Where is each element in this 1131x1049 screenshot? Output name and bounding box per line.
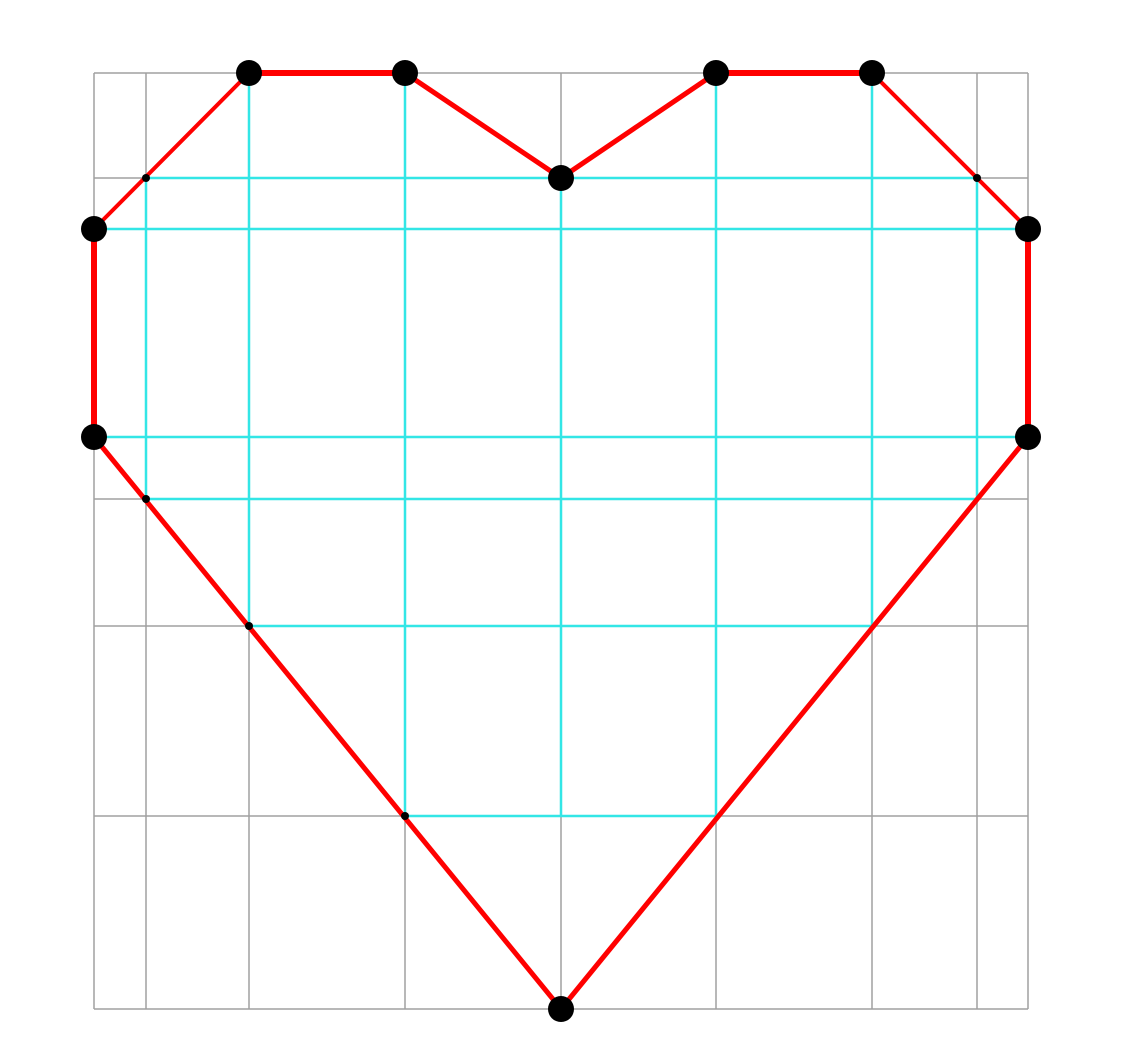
vertex-dot [81, 424, 107, 450]
vertex-dot [392, 60, 418, 86]
intersection-marker [401, 812, 409, 820]
outline-edge [91, 434, 564, 1012]
vertex-dot [548, 996, 574, 1022]
outline-edge [558, 434, 1031, 1012]
vertex-dot [81, 216, 107, 242]
vertex-dot [548, 165, 574, 191]
vertex-dot [1015, 424, 1041, 450]
outline-edge [92, 71, 251, 231]
heart-outline [91, 70, 1031, 1012]
vertex-dot [236, 60, 262, 86]
vertex-dot [1015, 216, 1041, 242]
intersection-marker [142, 174, 150, 182]
vertex-dot [859, 60, 885, 86]
vertex-markers [81, 60, 1041, 1022]
outline-edge [870, 71, 1030, 231]
intersection-marker [245, 622, 253, 630]
outline-edge [402, 70, 564, 181]
vertex-dot [703, 60, 729, 86]
intersection-marker [973, 174, 981, 182]
outline-edge [558, 70, 719, 181]
intersection-marker [142, 495, 150, 503]
